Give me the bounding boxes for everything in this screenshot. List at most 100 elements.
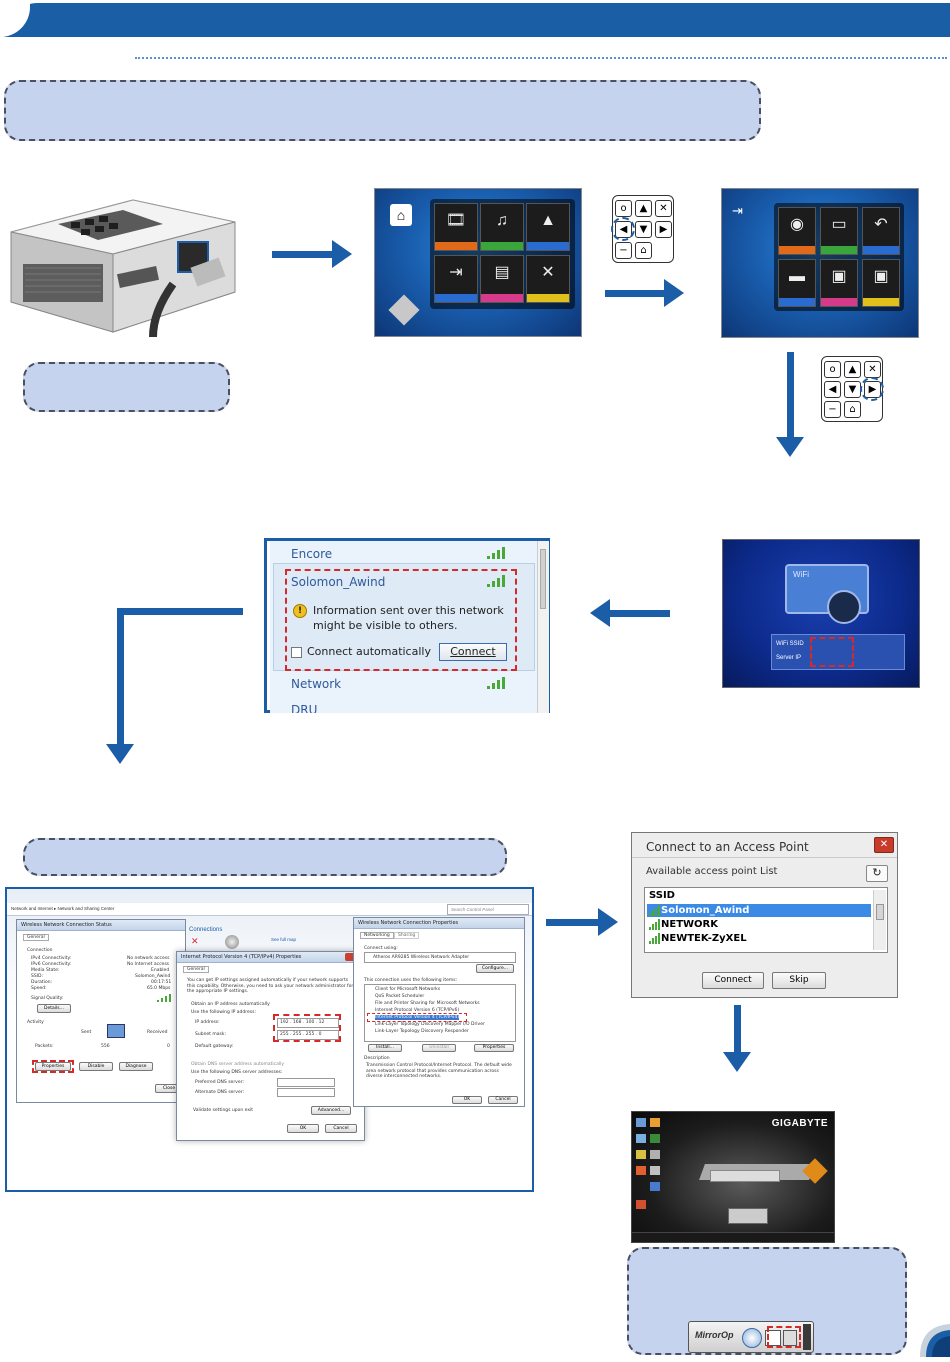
ipv4-ok-button[interactable]: OK: [287, 1124, 319, 1133]
ap-item-selected[interactable]: [647, 904, 871, 917]
preferred-dns-input[interactable]: [277, 1078, 335, 1087]
adapter-name: Atheros AR9285 Wireless Network Adapter: [373, 955, 470, 960]
desktop-icon[interactable]: [650, 1150, 660, 1159]
refresh-icon[interactable]: ↻: [866, 865, 888, 882]
props-cancel-button[interactable]: Cancel: [488, 1096, 518, 1104]
desktop-icon[interactable]: [650, 1118, 660, 1127]
key-minus[interactable]: −: [824, 401, 841, 418]
obtain-dns-auto-radio[interactable]: Obtain DNS server address automatically: [191, 1062, 285, 1067]
ipv4-cancel-button[interactable]: Cancel: [325, 1124, 357, 1133]
key-up[interactable]: ▲: [844, 361, 861, 378]
key-ok[interactable]: o: [615, 200, 632, 217]
ap-item-network[interactable]: NETWORK: [661, 919, 719, 930]
item-client[interactable]: Client for Microsoft Networks: [375, 987, 441, 992]
wifi-list-scrollbar[interactable]: [537, 541, 549, 713]
desktop-icon[interactable]: [650, 1166, 660, 1175]
item-lltd-responder[interactable]: Link-Layer Topology Discovery Responder: [375, 1029, 469, 1034]
item-properties-button[interactable]: Properties: [474, 1044, 514, 1052]
key-close[interactable]: ✕: [655, 200, 672, 217]
breadcrumb[interactable]: Network and Internet ▸ Network and Shari…: [11, 906, 115, 911]
mirrorop-side-handle[interactable]: [803, 1324, 811, 1350]
settings-tile[interactable]: ✕: [526, 255, 570, 303]
see-full-map-link[interactable]: See full map: [271, 937, 297, 942]
ap-scrollbar-thumb[interactable]: [876, 904, 884, 920]
key-down[interactable]: ▼: [635, 221, 652, 238]
desktop-icon[interactable]: [636, 1118, 646, 1127]
diagnose-button[interactable]: Diagnose: [119, 1062, 153, 1071]
photo-tile[interactable]: ▲: [526, 203, 570, 251]
network-solomon[interactable]: Solomon_Awind: [291, 575, 386, 589]
stop-button-icon[interactable]: [765, 1330, 781, 1346]
item-ipv4[interactable]: Internet Protocol Version 4 (TCP/IPv4): [375, 1015, 460, 1020]
network-network[interactable]: Network: [291, 677, 342, 691]
input-tile[interactable]: ⇥: [434, 255, 478, 303]
wireless-display-tile[interactable]: ▣: [862, 259, 900, 307]
connect-button[interactable]: Connect: [439, 643, 507, 661]
source-tile-1[interactable]: ◉: [778, 207, 816, 255]
back-tile[interactable]: ↶: [862, 207, 900, 255]
item-lltd-mapper[interactable]: Link-Layer Topology Discovery Mapper I/O…: [375, 1022, 485, 1027]
key-up[interactable]: ▲: [635, 200, 652, 217]
desktop-icon[interactable]: [650, 1182, 660, 1191]
page-corner-decoration: [916, 1318, 950, 1357]
arrow-head-down-3: [723, 1052, 751, 1072]
auto-connect-checkbox[interactable]: [291, 647, 302, 658]
key-right[interactable]: ▶: [655, 221, 672, 238]
key-home[interactable]: ⌂: [844, 401, 861, 418]
disable-button[interactable]: Disable: [79, 1062, 113, 1071]
key-home[interactable]: ⌂: [635, 242, 652, 259]
desktop-icon[interactable]: [636, 1166, 646, 1175]
item-file-sharing[interactable]: File and Printer Sharing for Microsoft N…: [375, 1001, 480, 1006]
desktop-icon[interactable]: [636, 1150, 646, 1159]
status-general-tab[interactable]: General: [23, 934, 49, 941]
configure-button[interactable]: Configure...: [476, 964, 514, 973]
validate-checkbox[interactable]: Validate settings upon exit: [193, 1108, 254, 1113]
ip-address-input[interactable]: 192 . 168 . 100 . 12: [277, 1018, 339, 1028]
props-ok-button[interactable]: OK: [452, 1096, 482, 1104]
sharing-tab[interactable]: Sharing: [394, 932, 420, 939]
use-following-dns-radio[interactable]: Use the following DNS server addresses:: [191, 1070, 283, 1075]
ap-item-solomon[interactable]: Solomon_Awind: [661, 905, 750, 916]
display-tile[interactable]: ▣: [820, 259, 858, 307]
description-text: Transmission Control Protocol/Internet P…: [366, 1063, 512, 1079]
uninstall-button[interactable]: Uninstall: [422, 1044, 456, 1052]
key-down[interactable]: ▼: [844, 381, 861, 398]
network-encore[interactable]: Encore: [291, 547, 333, 561]
key-minus[interactable]: −: [615, 242, 632, 259]
ap-item-newtek[interactable]: NEWTEK-ZyXEL: [661, 933, 747, 944]
key-left[interactable]: ◀: [824, 381, 841, 398]
alternate-dns-input[interactable]: [277, 1088, 335, 1097]
install-button[interactable]: Install...: [368, 1044, 402, 1052]
pause-button-icon[interactable]: [783, 1330, 797, 1346]
desktop-icon[interactable]: [636, 1134, 646, 1143]
desktop-icon[interactable]: [650, 1134, 660, 1143]
scrollbar-thumb[interactable]: [540, 549, 546, 609]
document-tile[interactable]: ▤: [480, 255, 524, 303]
networking-tab[interactable]: Networking: [360, 932, 394, 939]
advanced-button[interactable]: Advanced...: [311, 1106, 351, 1115]
search-input[interactable]: Search Control Panel: [447, 904, 529, 915]
source-tile-2[interactable]: ▭: [820, 207, 858, 255]
video-tile[interactable]: 🎞: [434, 203, 478, 251]
ap-close-icon[interactable]: ✕: [874, 837, 894, 853]
ipv4-general-tab[interactable]: General: [183, 966, 209, 973]
use-following-ip-radio[interactable]: Use the following IP address:: [191, 1010, 256, 1015]
properties-button[interactable]: Properties: [35, 1062, 71, 1071]
ap-connect-button[interactable]: Connect: [702, 972, 764, 989]
music-tile[interactable]: ♫: [480, 203, 524, 251]
play-button-icon[interactable]: [742, 1328, 762, 1348]
mirrorop-toolbar-small[interactable]: [710, 1170, 780, 1182]
item-ipv6[interactable]: Internet Protocol Version 6 (TCP/IPv6): [375, 1008, 460, 1013]
network-dru[interactable]: DRU: [291, 703, 318, 713]
obtain-ip-auto-radio[interactable]: Obtain an IP address automatically: [191, 1002, 270, 1007]
subnet-mask-input[interactable]: 255 . 255 . 255 . 0: [277, 1030, 339, 1040]
desktop-icon[interactable]: [636, 1200, 646, 1209]
key-ok[interactable]: o: [824, 361, 841, 378]
hdmi-tile[interactable]: ▬: [778, 259, 816, 307]
ap-list-scrollbar[interactable]: [873, 890, 886, 950]
details-button[interactable]: Details...: [37, 1004, 71, 1013]
item-qos[interactable]: QoS Packet Scheduler: [375, 994, 425, 999]
key-close[interactable]: ✕: [864, 361, 881, 378]
arrow-right-2: [605, 290, 665, 297]
ap-skip-button[interactable]: Skip: [772, 972, 826, 989]
